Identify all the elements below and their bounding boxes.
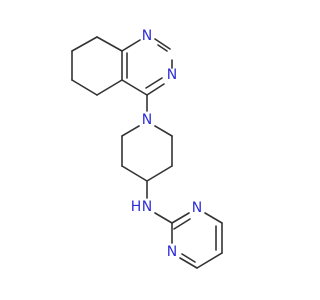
nitrogen-atom-label: N <box>167 67 177 83</box>
bond <box>196 252 223 269</box>
bond <box>71 79 98 96</box>
bond <box>145 77 163 89</box>
bond <box>121 79 148 96</box>
molecule-canvas: N N N N H N N <box>71 28 223 269</box>
nitrogen-atom-label: N <box>167 244 177 260</box>
bond <box>96 36 123 52</box>
hydrogen-atom-label: H <box>131 199 142 215</box>
bond <box>154 125 173 137</box>
bonds <box>71 36 223 269</box>
bond <box>121 165 148 182</box>
bond <box>171 212 190 224</box>
bond <box>71 36 98 52</box>
bond <box>204 212 223 224</box>
bond <box>157 44 168 52</box>
bond <box>121 125 140 137</box>
nitrogen-atom-label: N <box>192 200 202 216</box>
nitrogen-atom-label: N <box>142 28 152 44</box>
bond <box>154 212 173 224</box>
nitrogen-atom-label: N <box>142 112 152 128</box>
molecule-structure: N N N N H N N <box>71 28 223 269</box>
bond <box>179 257 198 269</box>
bond <box>121 39 141 52</box>
bond <box>181 253 196 263</box>
bond <box>146 83 165 96</box>
nitrogen-atom-label: N <box>142 199 152 215</box>
bond <box>96 79 123 96</box>
bond <box>154 38 171 50</box>
bond <box>173 218 191 230</box>
atom-labels: N N N N H N N <box>131 28 203 260</box>
bond <box>146 165 173 182</box>
